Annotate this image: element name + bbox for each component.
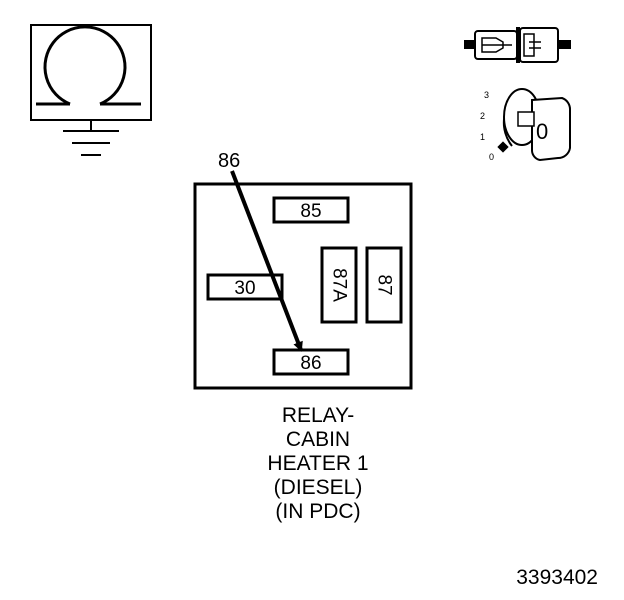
ignition-key-icon: 3 2 1 0 0 <box>480 88 571 162</box>
caption-line-2: CABIN <box>285 428 351 451</box>
connector-icon <box>464 27 571 63</box>
pin-87a: 87A <box>320 246 358 324</box>
pin-87a-label: 87A <box>329 268 350 302</box>
pin-85: 85 <box>272 196 350 224</box>
pin-86: 86 <box>272 348 350 376</box>
key-position-1: 1 <box>480 132 485 142</box>
pin-87-label: 87 <box>374 274 395 295</box>
caption-line-1: RELAY- <box>281 404 355 427</box>
caption-line-5: (IN PDC) <box>275 500 361 523</box>
figure-id: 3393402 <box>516 566 598 589</box>
key-position-0: 0 <box>489 152 494 162</box>
pin-87: 87 <box>365 246 403 324</box>
pin-30: 30 <box>206 273 284 301</box>
callout-label-86: 86 <box>218 150 240 172</box>
key-position-2: 2 <box>480 111 485 121</box>
key-label: 0 <box>536 119 548 144</box>
caption-line-3: HEATER 1 <box>267 452 369 475</box>
callout-arrow <box>230 170 303 352</box>
relay-caption: RELAY- CABIN HEATER 1 (DIESEL) (IN PDC) <box>218 404 418 524</box>
pin-86-label: 86 <box>300 353 321 374</box>
ground-symbol-icon <box>30 24 152 156</box>
relay-outline <box>193 182 413 390</box>
caption-line-4: (DIESEL) <box>273 476 363 499</box>
pin-85-label: 85 <box>300 201 321 222</box>
pin-30-label: 30 <box>234 278 255 299</box>
key-position-3: 3 <box>484 90 489 100</box>
